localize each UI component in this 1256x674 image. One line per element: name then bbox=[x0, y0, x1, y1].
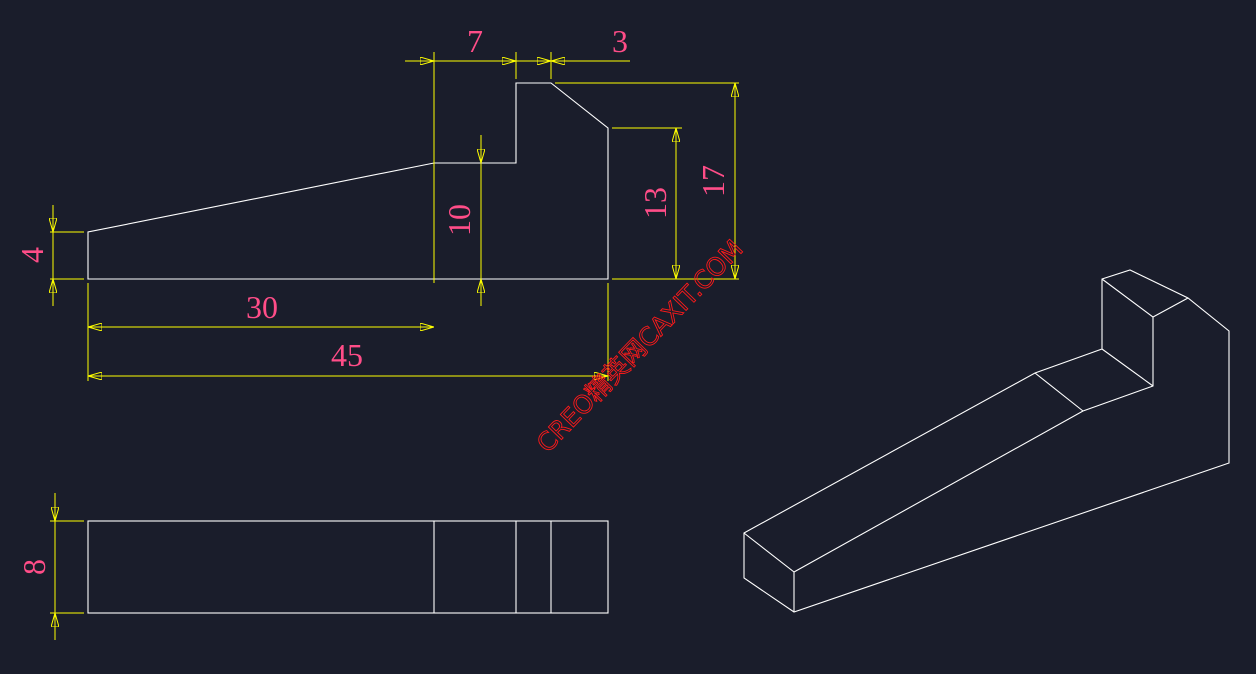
front-view-outline bbox=[87, 82, 609, 280]
iso-silhouette bbox=[743, 269, 1230, 613]
dim-label-45: 45 bbox=[331, 337, 363, 373]
isometric-view bbox=[743, 269, 1230, 613]
dim-label-4: 4 bbox=[14, 247, 50, 263]
dim-label-7: 7 bbox=[467, 23, 483, 59]
dimension-labels: 7 3 17 13 10 4 30 45 8 bbox=[14, 23, 731, 575]
front-view bbox=[87, 82, 609, 280]
dim-label-13: 13 bbox=[637, 187, 673, 219]
top-view-outline bbox=[87, 520, 609, 614]
dim-label-8: 8 bbox=[16, 559, 52, 575]
watermark: CREO精英网CAXIT.COM bbox=[531, 234, 749, 458]
top-view bbox=[87, 520, 609, 614]
dim-label-3: 3 bbox=[612, 23, 628, 59]
dimensions bbox=[50, 52, 739, 640]
dim-label-10: 10 bbox=[441, 204, 477, 236]
dim-label-17: 17 bbox=[695, 165, 731, 197]
iso-inner-edges bbox=[743, 278, 1189, 612]
dim-label-30: 30 bbox=[246, 289, 278, 325]
